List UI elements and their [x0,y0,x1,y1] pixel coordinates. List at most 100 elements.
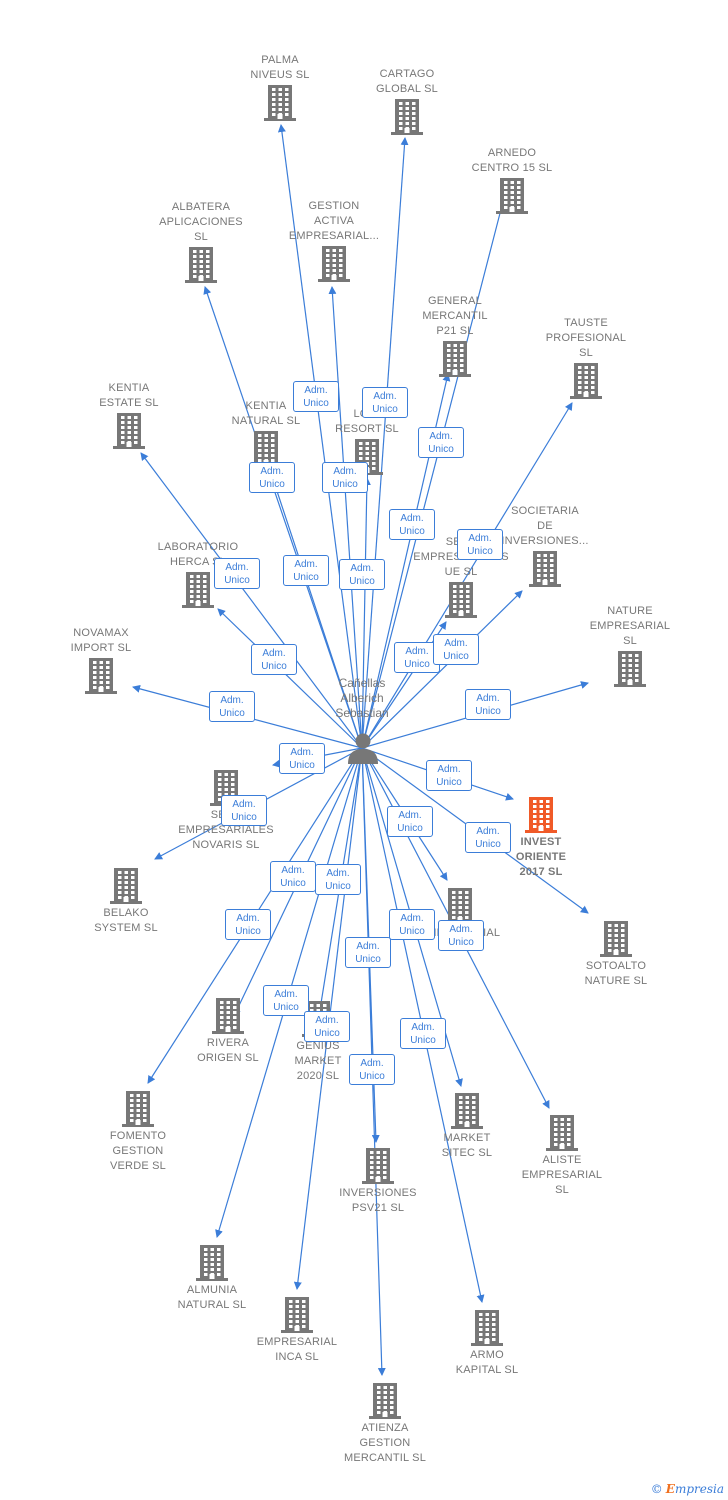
company-node-cartago[interactable]: CARTAGO GLOBAL SL [337,67,477,135]
role-label-empresarial2[interactable]: Adm. Unico [387,806,433,837]
building-icon[interactable] [391,99,423,135]
company-node-servnovaris[interactable]: SERV EMPRESARIALES NOVARIS SL [156,770,296,853]
company-node-tauste[interactable]: TAUSTE PROFESIONAL SL [516,316,656,399]
building-icon[interactable] [318,246,350,282]
building-icon[interactable] [614,651,646,687]
company-name[interactable]: INVERSIONES PSV21 SL [339,1187,417,1214]
person-icon[interactable] [346,732,380,764]
building-icon[interactable] [471,1310,503,1346]
company-node-general[interactable]: GENERAL MERCANTIL P21 SL [385,294,525,377]
building-icon[interactable] [570,363,602,399]
company-name[interactable]: KENTIA NATURAL SL [231,400,301,427]
center-person-name[interactable]: Cañellas Alberich Sebastian [335,676,389,720]
company-name[interactable]: ALISTE EMPRESARIAL SL [521,1154,603,1196]
company-name[interactable]: ALMUNIA NATURAL SL [177,1284,247,1311]
role-label-societaria[interactable]: Adm. Unico [433,634,479,665]
company-name[interactable]: ARMO KAPITAL SL [455,1349,519,1376]
role-label-fomento[interactable]: Adm. Unico [225,909,271,940]
company-name[interactable]: EMPRESARIAL INCA SL [256,1336,338,1363]
building-icon[interactable] [451,1093,483,1129]
role-label-gestion[interactable]: Adm. Unico [322,462,368,493]
company-name[interactable]: RIVERA ORIGEN SL [197,1037,259,1064]
company-node-inca[interactable]: EMPRESARIAL INCA SL [227,1297,367,1365]
role-label-genius[interactable]: Adm. Unico [315,864,361,895]
building-icon[interactable] [546,1115,578,1151]
role-label-albatera[interactable]: Adm. Unico [249,462,295,493]
role-label-novamax[interactable]: Adm. Unico [209,691,255,722]
role-label-servnovaris[interactable]: Adm. Unico [279,743,325,774]
company-node-belako[interactable]: BELAKO SYSTEM SL [56,868,196,936]
role-label-arnedo[interactable]: Adm. Unico [418,427,464,458]
role-label-nature[interactable]: Adm. Unico [465,689,511,720]
role-label-aliste[interactable]: Adm. Unico [438,920,484,951]
role-label-kentiaestate[interactable]: Adm. Unico [214,558,260,589]
building-icon[interactable] [369,1383,401,1419]
company-node-market[interactable]: MARKET SITEC SL [397,1093,537,1161]
company-name[interactable]: GENIUS MARKET 2020 SL [294,1040,342,1082]
company-node-inversiones[interactable]: INVERSIONES PSV21 SL [308,1148,448,1216]
building-icon[interactable] [439,341,471,377]
company-name[interactable]: INVEST ORIENTE 2017 SL [515,836,567,878]
company-node-nature[interactable]: NATURE EMPRESARIAL SL [560,604,700,687]
building-icon[interactable] [496,178,528,214]
company-name[interactable]: GESTION ACTIVA EMPRESARIAL... [288,200,380,242]
role-label-invest[interactable]: Adm. Unico [426,760,472,791]
building-icon[interactable] [110,868,142,904]
company-node-societaria[interactable]: SOCIETARIA DE INVERSIONES... [475,504,615,587]
company-name[interactable]: BELAKO SYSTEM SL [94,907,158,934]
company-node-invest[interactable]: INVEST ORIENTE 2017 SL [471,797,611,880]
role-label-inversiones[interactable]: Adm. Unico [345,937,391,968]
company-name[interactable]: CARTAGO GLOBAL SL [376,68,438,95]
building-icon[interactable] [196,1245,228,1281]
building-icon[interactable] [113,413,145,449]
building-icon[interactable] [445,582,477,618]
company-node-arnedo[interactable]: ARNEDO CENTRO 15 SL [442,146,582,214]
company-name[interactable]: SOTOALTO NATURE SL [584,960,648,987]
company-name[interactable]: ATIENZA GESTION MERCANTIL SL [343,1422,427,1464]
company-node-kentiaestate[interactable]: KENTIA ESTATE SL [59,381,199,449]
company-name[interactable]: ARNEDO CENTRO 15 SL [471,147,553,174]
building-icon[interactable] [264,85,296,121]
role-label-belako[interactable]: Adm. Unico [221,795,267,826]
company-node-kentianatural[interactable]: KENTIA NATURAL SL [196,399,336,467]
role-label-logi[interactable]: Adm. Unico [339,559,385,590]
building-icon[interactable] [529,551,561,587]
building-icon[interactable] [85,658,117,694]
company-name[interactable]: FOMENTO GESTION VERDE SL [109,1130,167,1172]
company-name[interactable]: NATURE EMPRESARIAL SL [589,605,671,647]
company-name[interactable]: SOCIETARIA DE INVERSIONES... [501,505,589,547]
building-icon[interactable] [185,247,217,283]
company-node-armo[interactable]: ARMO KAPITAL SL [417,1310,557,1378]
company-name[interactable]: PALMA NIVEUS SL [250,54,310,81]
role-label-rivera[interactable]: Adm. Unico [270,861,316,892]
role-label-general[interactable]: Adm. Unico [389,509,435,540]
company-name[interactable]: GENERAL MERCANTIL P21 SL [422,295,488,337]
company-node-sotoalto[interactable]: SOTOALTO NATURE SL [546,921,686,989]
company-name[interactable]: MARKET SITEC SL [441,1132,493,1159]
company-node-novamax[interactable]: NOVAMAX IMPORT SL [31,626,171,694]
role-label-armo[interactable]: Adm. Unico [400,1018,446,1049]
role-label-inca[interactable]: Adm. Unico [304,1011,350,1042]
building-icon[interactable] [212,998,244,1034]
role-label-palma[interactable]: Adm. Unico [293,381,339,412]
role-label-tauste[interactable]: Adm. Unico [457,529,503,560]
role-label-almunia[interactable]: Adm. Unico [263,985,309,1016]
company-name[interactable]: NOVAMAX IMPORT SL [70,627,132,654]
company-node-almunia[interactable]: ALMUNIA NATURAL SL [142,1245,282,1313]
building-icon[interactable] [182,572,214,608]
company-name[interactable]: SERV EMPRESARIALES NOVARIS SL [178,809,274,851]
building-icon[interactable] [600,921,632,957]
building-icon[interactable] [122,1091,154,1127]
company-node-laboratorio[interactable]: LABORATORIO HERCA SL [128,540,268,608]
role-label-servue[interactable]: Adm. Unico [394,642,440,673]
company-node-atienza[interactable]: ATIENZA GESTION MERCANTIL SL [315,1383,455,1466]
role-label-sotoalto[interactable]: Adm. Unico [465,822,511,853]
building-icon[interactable] [525,797,557,833]
company-name[interactable]: ALBATERA APLICACIONES SL [159,201,243,243]
company-name[interactable]: KENTIA ESTATE SL [99,382,159,409]
role-label-cartago[interactable]: Adm. Unico [362,387,408,418]
company-node-aliste[interactable]: ALISTE EMPRESARIAL SL [492,1115,632,1198]
company-name[interactable]: TAUSTE PROFESIONAL SL [545,317,627,359]
role-label-kentianatural[interactable]: Adm. Unico [283,555,329,586]
building-icon[interactable] [362,1148,394,1184]
